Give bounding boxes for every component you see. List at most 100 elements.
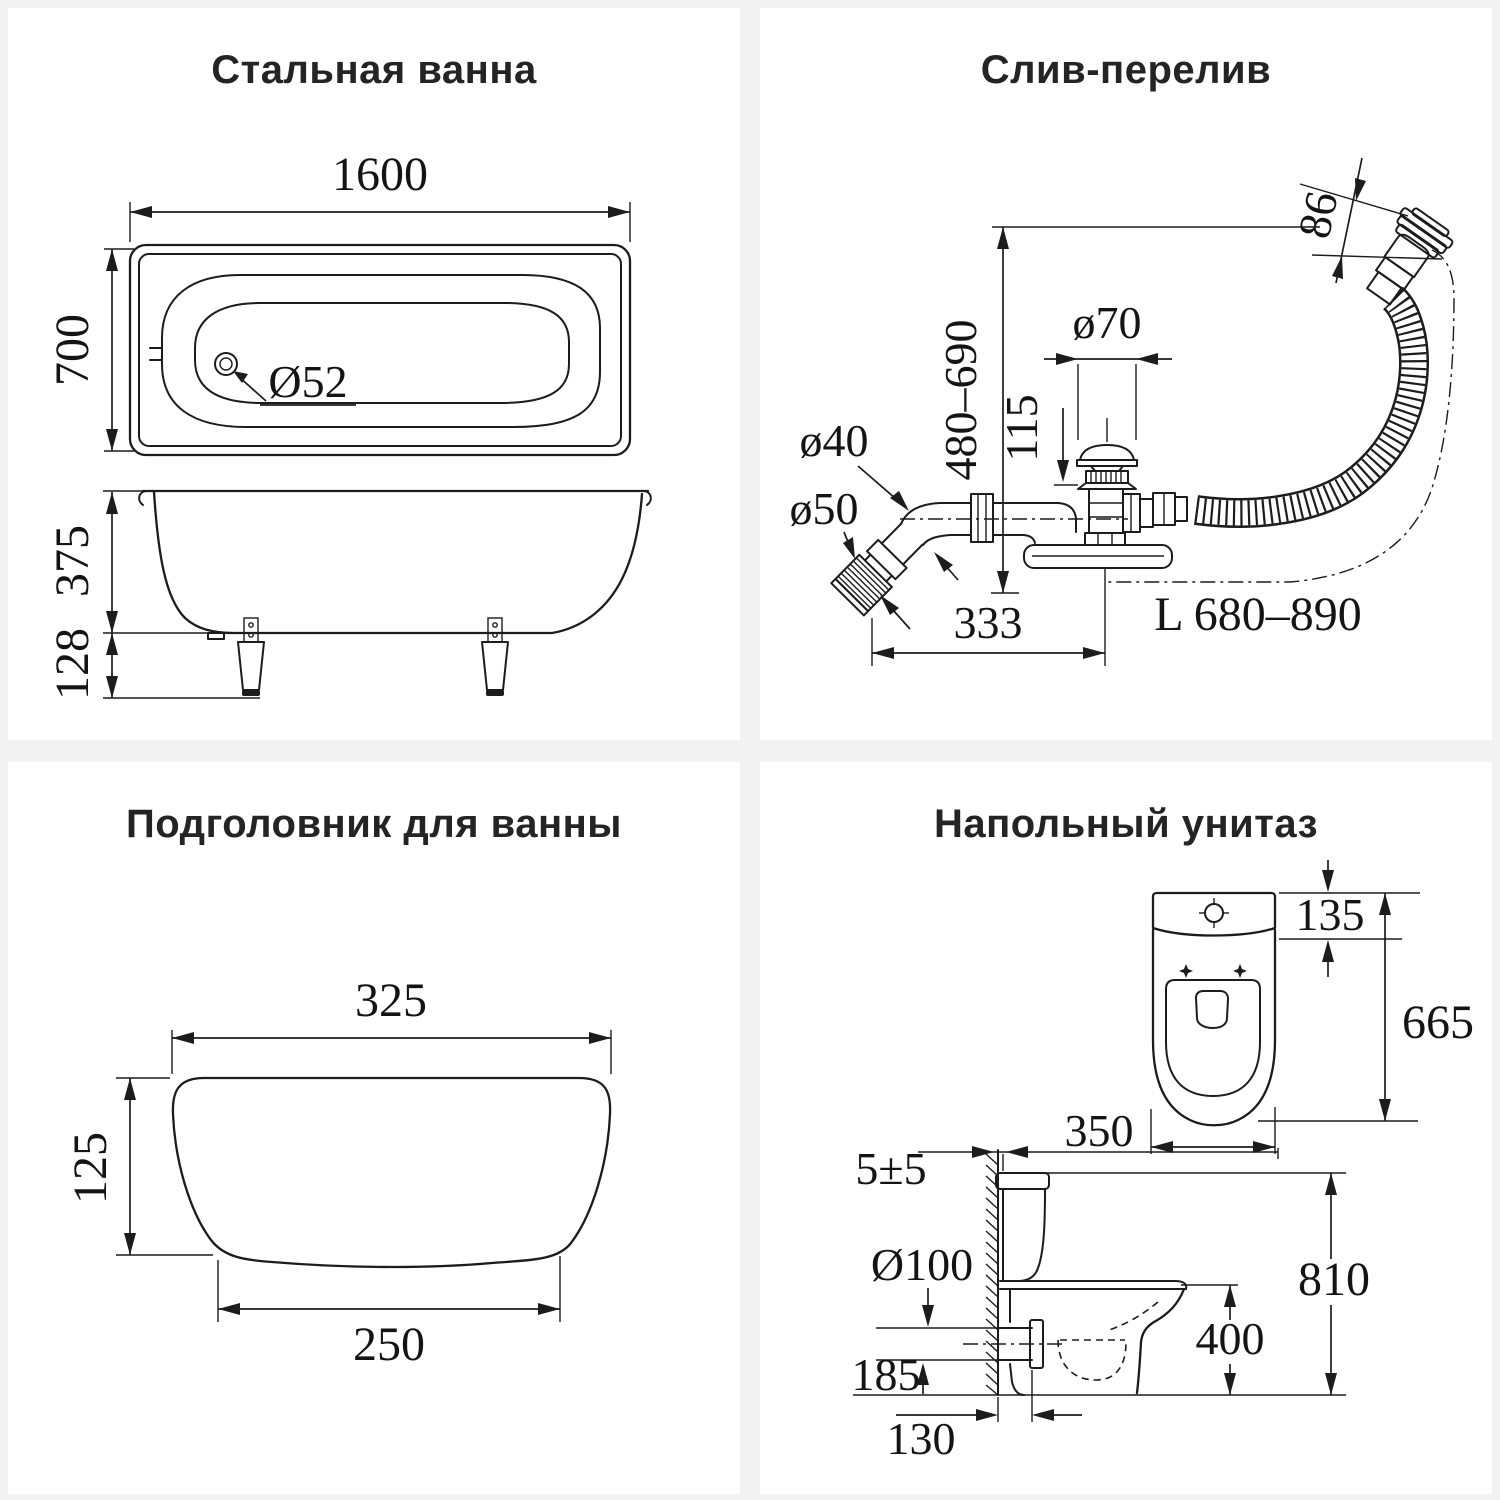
panel-title-bath: Стальная ванна <box>211 48 537 92</box>
dim-o70: ø70 <box>1044 297 1172 440</box>
dim-total-length: 665 <box>1402 996 1474 1049</box>
dim-5pm5: 5±5 <box>855 1143 1279 1194</box>
dim-400: 400 <box>1181 1284 1268 1395</box>
dim-depth: 375 <box>46 525 99 597</box>
bowl-rear <box>1009 1288 1025 1396</box>
label-o50: ø50 <box>790 483 911 630</box>
dim-outlet-offset: 130 <box>887 1413 956 1464</box>
dim-o100: Ø100 <box>871 1239 973 1327</box>
bath-side-view: 375 128 <box>46 489 652 700</box>
bath-basin-bottom-edge <box>194 302 570 404</box>
corrugated-hose <box>1194 286 1430 528</box>
flush-hole <box>1195 990 1229 1029</box>
panel-drain-overflow: Слив-перелив <box>760 8 1492 740</box>
overflow-head <box>1366 207 1454 306</box>
bath-inner-rim <box>138 253 622 447</box>
tank-top <box>1151 891 1277 937</box>
dim-outlet-height: 185 <box>852 1349 921 1400</box>
dim-pipe40: ø40 <box>800 415 869 466</box>
bath-leg <box>481 617 509 696</box>
dim-height: 125 <box>64 1132 117 1204</box>
dim-115: 115 <box>996 394 1078 486</box>
dim-length333: 333 <box>954 597 1023 648</box>
dim-top-width: 325 <box>355 974 427 1027</box>
headrest-outline <box>171 1076 612 1269</box>
wall-hatch <box>985 1153 999 1396</box>
drain-hole-inner <box>219 357 233 371</box>
dim-135: 135 <box>1279 860 1420 977</box>
dim-valve-cap: ø70 <box>1073 297 1142 348</box>
bowl-profile <box>1135 1287 1186 1395</box>
dim-overflow-size: 86 <box>1288 187 1347 243</box>
drain-leader: Ø52 <box>233 356 356 407</box>
dim-128: 128 <box>46 628 260 700</box>
dim-333: 333 <box>871 597 1105 666</box>
dim-325: 325 <box>171 974 612 1074</box>
elbow-outlet <box>830 502 951 617</box>
bath-profile <box>152 490 644 635</box>
bath-leg <box>237 617 265 696</box>
drain-overflow-drawing: 86 480–690 ø70 <box>790 157 1455 666</box>
bath-top-view: Ø52 1600 700 <box>46 148 632 457</box>
panel-title-headrest: Подголовник для ванны <box>126 802 622 846</box>
dim-350: 350 <box>1065 1105 1276 1156</box>
dim-130: 130 <box>887 1370 1082 1464</box>
toilet-side-view <box>853 1149 1346 1396</box>
bowl-outline <box>1151 928 1277 1127</box>
dim-drain-diameter: Ø52 <box>268 356 347 407</box>
dim-185: 185 <box>852 1349 929 1400</box>
panel-steel-bath: Стальная ванна Ø52 <box>8 8 740 740</box>
tank-lid <box>995 1172 1050 1190</box>
drain-stub <box>207 632 225 640</box>
dim-bowl-width: 350 <box>1065 1105 1134 1156</box>
fixing-mark <box>1179 964 1193 978</box>
panel-title-toilet: Напольный унитаз <box>934 802 1318 846</box>
dim-width: 700 <box>46 314 99 386</box>
panel-title-drain: Слив-перелив <box>980 48 1272 92</box>
dim-leg-height: 128 <box>46 628 99 700</box>
dim-700: 700 <box>46 248 134 452</box>
valve-ribs <box>1090 471 1122 483</box>
rim-hook-right <box>643 490 652 506</box>
dim-wall-gap: 5±5 <box>855 1143 926 1194</box>
seat-slab <box>999 1280 1188 1290</box>
seat-contour <box>1165 979 1261 1097</box>
dim-250: 250 <box>217 1256 561 1371</box>
dim-outlet-diameter: Ø100 <box>871 1239 973 1290</box>
toilet-top-view <box>1151 891 1277 1127</box>
dim-1600: 1600 <box>129 148 631 242</box>
flush-button-ticks <box>1199 898 1229 928</box>
dim-cap-offset: 115 <box>996 394 1047 461</box>
dim-375: 375 <box>46 490 234 634</box>
tank-body <box>1002 1188 1046 1282</box>
water-trap-dashed <box>1057 1339 1127 1381</box>
dim-86: 86 <box>1288 157 1443 284</box>
dim-665: 665 <box>1258 893 1474 1122</box>
dim-length: 1600 <box>332 148 428 201</box>
bath-basin-top-edge <box>161 274 601 428</box>
label-o40: ø40 <box>800 415 959 581</box>
dim-tank-depth: 135 <box>1296 889 1365 940</box>
rim-hook-left <box>138 490 147 506</box>
dim-810: 810 <box>1296 1173 1372 1395</box>
flush-button <box>1204 903 1224 923</box>
dim-pipe50: ø50 <box>790 483 859 534</box>
dim-125: 125 <box>64 1077 213 1256</box>
dim-rim-height: 400 <box>1196 1313 1265 1364</box>
dim-bottom-width: 250 <box>353 1318 425 1371</box>
bath-drawing: Ø52 1600 700 <box>46 148 652 700</box>
sleeve-hatch <box>837 557 890 609</box>
dim-480-690: 480–690 <box>935 226 1320 594</box>
fixing-mark <box>1233 964 1247 978</box>
panel-floor-toilet: Напольный унитаз <box>760 762 1492 1494</box>
dim-total-height: 810 <box>1298 1253 1370 1306</box>
flush-path-dashed <box>1105 1301 1159 1332</box>
drain-valve <box>1023 418 1188 666</box>
dim-hose-length: L 680–890 <box>1154 588 1362 641</box>
hose-length-path <box>1105 249 1455 583</box>
dim-height-range: 480–690 <box>935 320 986 481</box>
bath-outer-rim <box>128 243 632 457</box>
headrest-drawing: 325 125 250 <box>64 974 612 1371</box>
toilet-drawing: 135 665 350 <box>852 860 1474 1464</box>
